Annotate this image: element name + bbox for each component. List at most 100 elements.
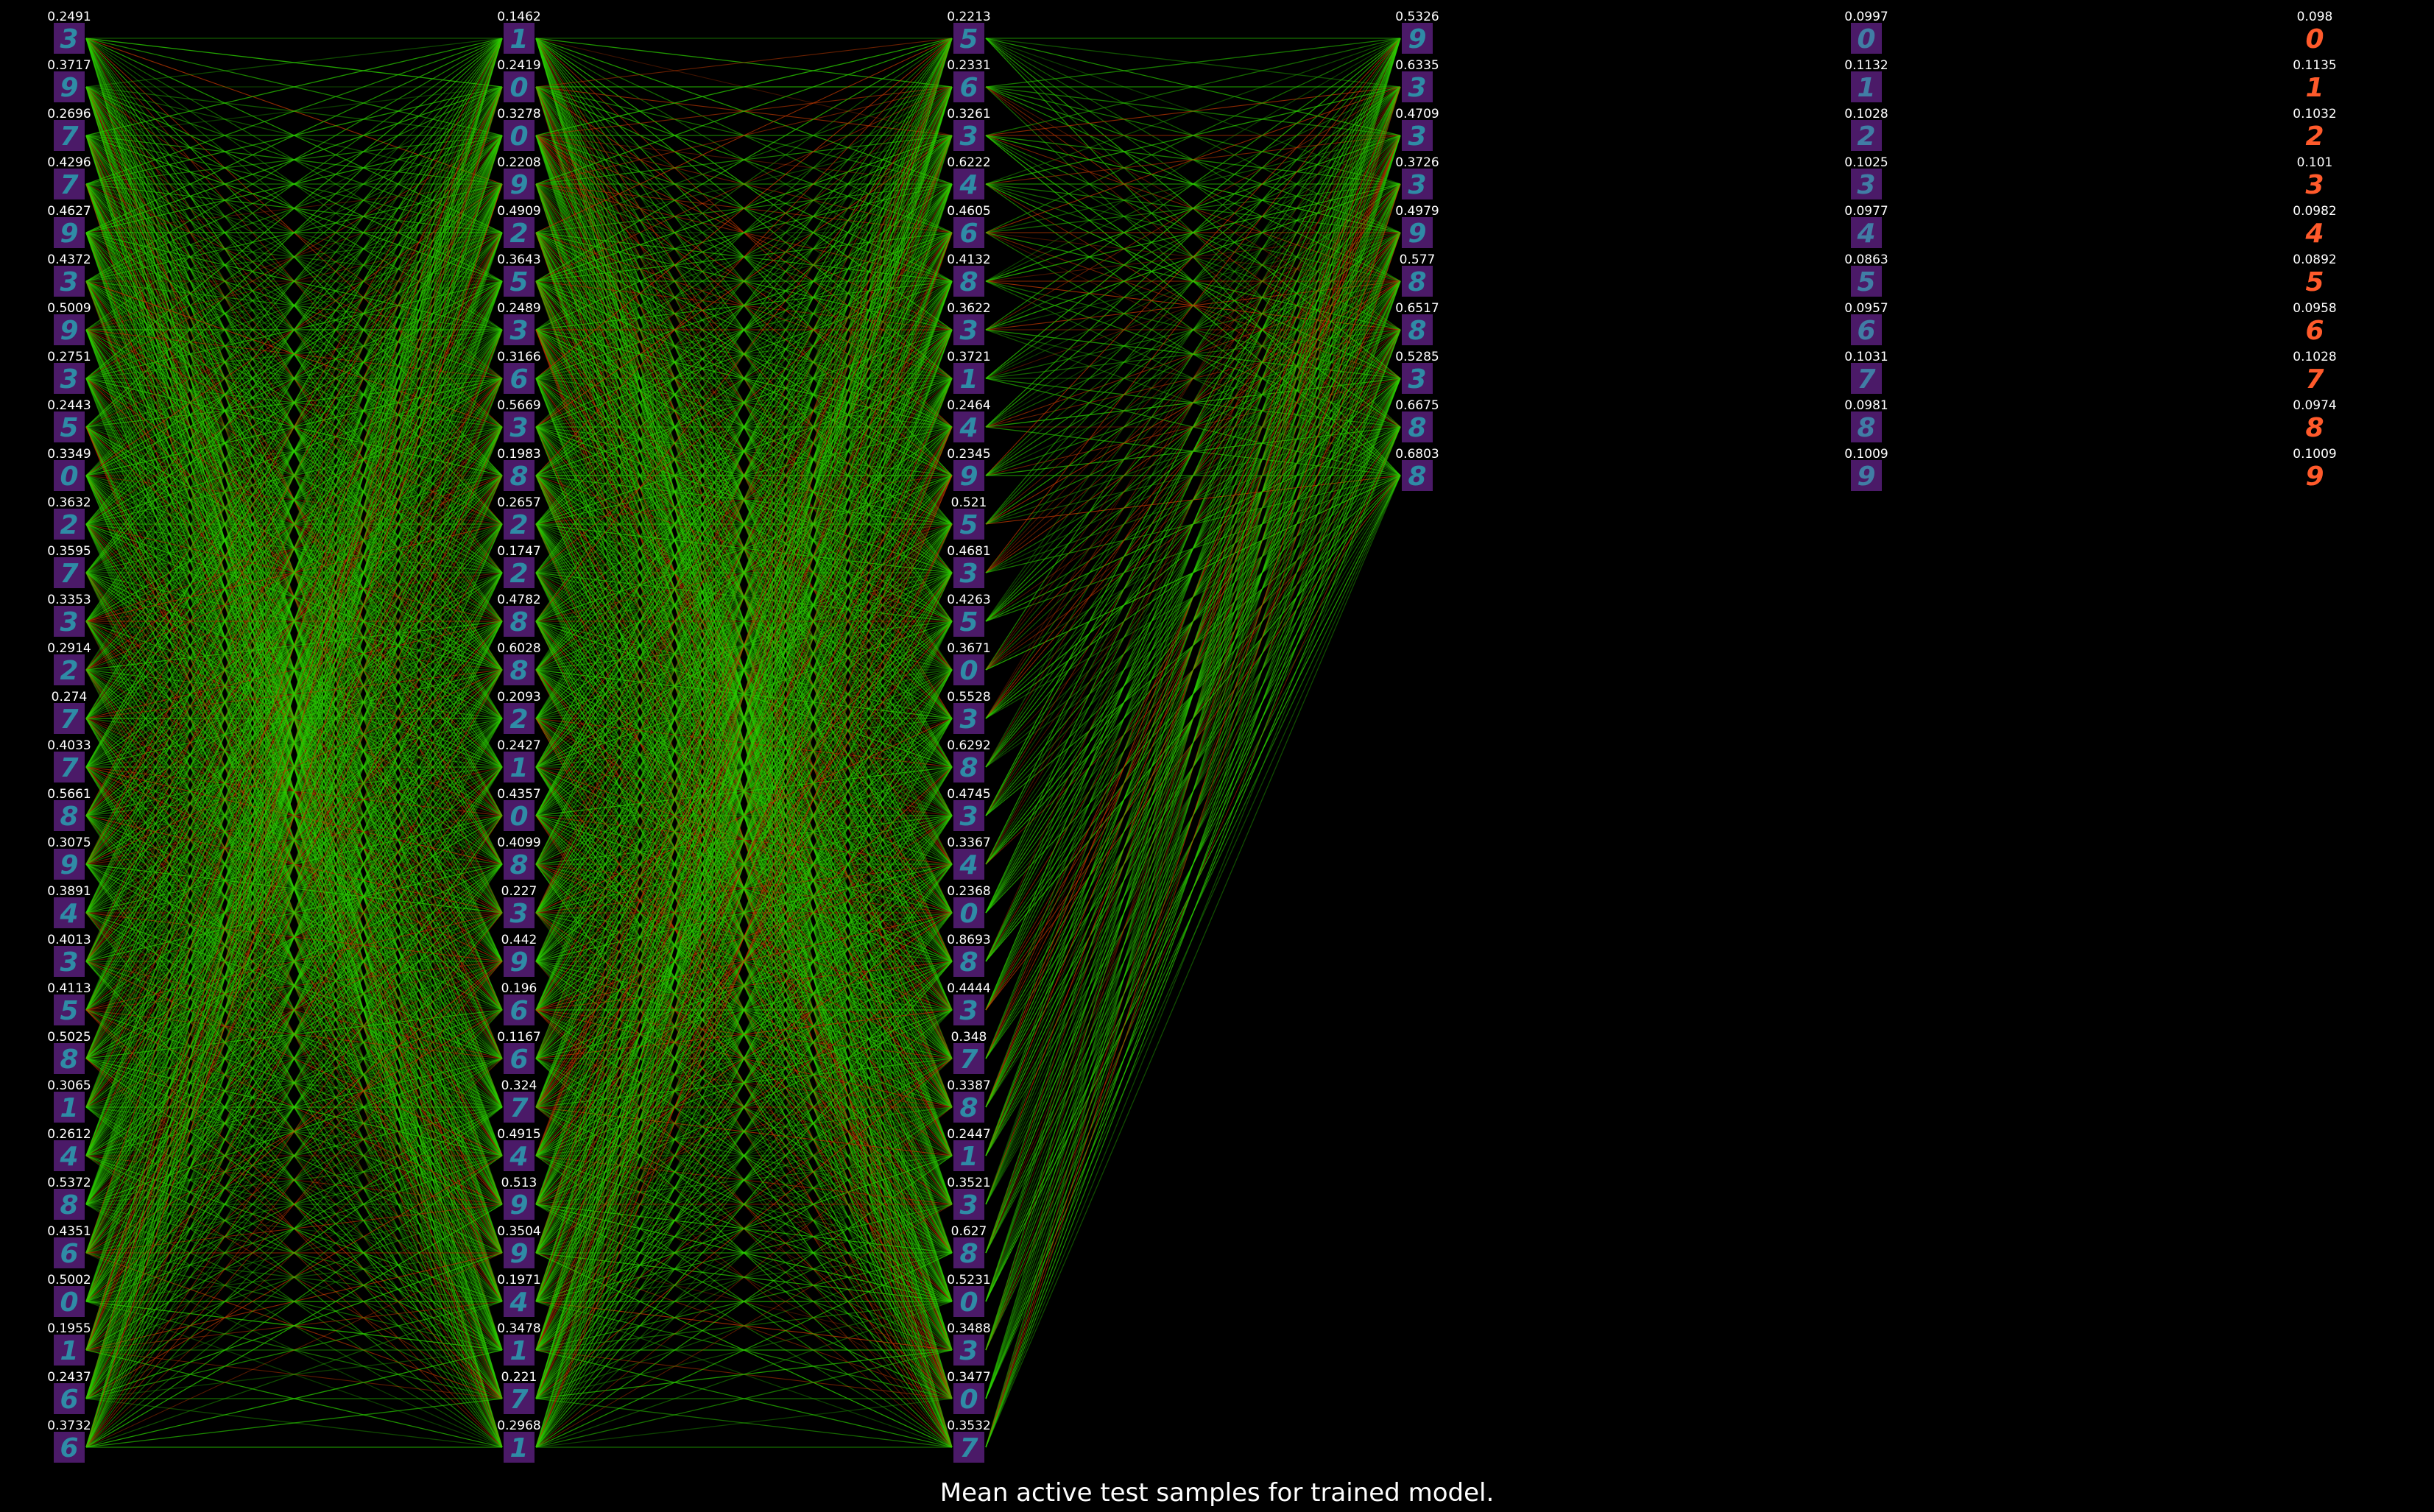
mean-sample-digit: 3 <box>959 704 978 735</box>
connection-edge <box>85 38 503 671</box>
mean-sample-digit: 1 <box>509 753 528 783</box>
mean-sample-digit: 6 <box>959 73 978 103</box>
connection-edge <box>85 86 503 816</box>
connection-edge <box>85 38 503 136</box>
connection-edge <box>85 475 503 1351</box>
mean-sample-digit: 6 <box>2305 316 2324 346</box>
connection-edge <box>985 38 1401 914</box>
neuron-tile <box>1402 411 1433 442</box>
connection-edge <box>85 86 503 1254</box>
neuron-tile <box>953 752 984 783</box>
connection-edge <box>85 38 503 1156</box>
neuron-tile <box>54 1092 85 1123</box>
mean-sample-digit: 6 <box>60 1239 78 1269</box>
neuron-tile <box>54 460 85 491</box>
activation-value: 0.0997 <box>1844 10 1888 24</box>
mean-sample-digit: 7 <box>959 1433 978 1463</box>
connection-edge <box>535 621 953 1448</box>
neuron-tile <box>504 1043 535 1074</box>
connection-edge <box>985 183 1401 1448</box>
connection-edge <box>85 38 503 476</box>
activation-value: 0.4372 <box>47 252 91 267</box>
mean-sample-digit: 1 <box>509 1336 528 1366</box>
neuron-tile <box>504 23 535 54</box>
activation-value: 0.4444 <box>947 981 990 996</box>
connection-edge <box>85 1204 503 1448</box>
connection-edge <box>85 1349 503 1399</box>
mean-sample-digit: 3 <box>959 996 978 1026</box>
activation-value: 0.3632 <box>47 495 91 510</box>
connection-edge <box>535 232 953 1448</box>
neuron-tile <box>1402 120 1433 151</box>
mean-sample-digit: 9 <box>60 316 78 346</box>
activation-value: 0.5002 <box>47 1273 91 1287</box>
neuron-tile <box>504 654 535 685</box>
mean-sample-digit: 3 <box>1408 121 1426 152</box>
activation-value: 0.577 <box>1400 252 1436 267</box>
mean-sample-digit: 5 <box>959 607 978 637</box>
mean-sample-digit: 7 <box>2305 364 2324 395</box>
mean-sample-digit: 5 <box>1857 267 1875 297</box>
activation-value: 0.521 <box>951 495 987 510</box>
connection-edge <box>85 1009 503 1448</box>
mean-sample-digit: 1 <box>959 1142 978 1172</box>
connection-edge <box>535 1398 953 1448</box>
activation-value: 0.3166 <box>497 350 540 364</box>
activation-value: 0.5326 <box>1395 10 1439 24</box>
connection-edge <box>535 38 953 233</box>
activation-value: 0.4782 <box>497 593 540 607</box>
mean-sample-digit: 4 <box>2304 219 2324 249</box>
neuron-tile <box>504 1286 535 1317</box>
activation-value: 0.6028 <box>497 641 540 656</box>
connection-edge <box>85 1155 503 1448</box>
connection-edge <box>85 38 503 622</box>
connection-edge <box>535 38 953 379</box>
neuron-tile <box>1851 266 1882 297</box>
mean-sample-digit: 5 <box>509 267 528 297</box>
activation-value: 0.3595 <box>47 544 91 559</box>
activation-value: 0.098 <box>2297 10 2333 24</box>
neuron-tile <box>54 1189 85 1220</box>
connection-edge <box>985 38 1401 1399</box>
neuron-tile <box>953 460 984 491</box>
connection-edge <box>985 38 1401 331</box>
connection-edge <box>535 38 953 1254</box>
neuron-tile <box>1851 411 1882 442</box>
neuron-tile <box>54 23 85 54</box>
connection-edge <box>985 38 1401 136</box>
mean-sample-digit: 8 <box>509 656 528 686</box>
connection-edge <box>535 38 953 573</box>
neuron-tile <box>504 995 535 1025</box>
mean-sample-digit: 8 <box>509 462 528 492</box>
neuron-tile <box>953 946 984 977</box>
mean-sample-digit: 1 <box>60 1093 78 1123</box>
activation-value: 0.3671 <box>947 641 990 656</box>
activation-value: 0.5661 <box>47 787 91 802</box>
activation-value: 0.513 <box>501 1176 537 1190</box>
activation-value: 0.3521 <box>947 1176 990 1190</box>
mean-sample-digit: 2 <box>1857 121 1875 152</box>
mean-sample-digit: 8 <box>2305 413 2324 443</box>
connection-edge <box>985 86 1401 719</box>
neuron-tile <box>54 509 85 540</box>
activation-value: 0.3891 <box>47 884 91 899</box>
activation-value: 0.5669 <box>497 398 540 413</box>
